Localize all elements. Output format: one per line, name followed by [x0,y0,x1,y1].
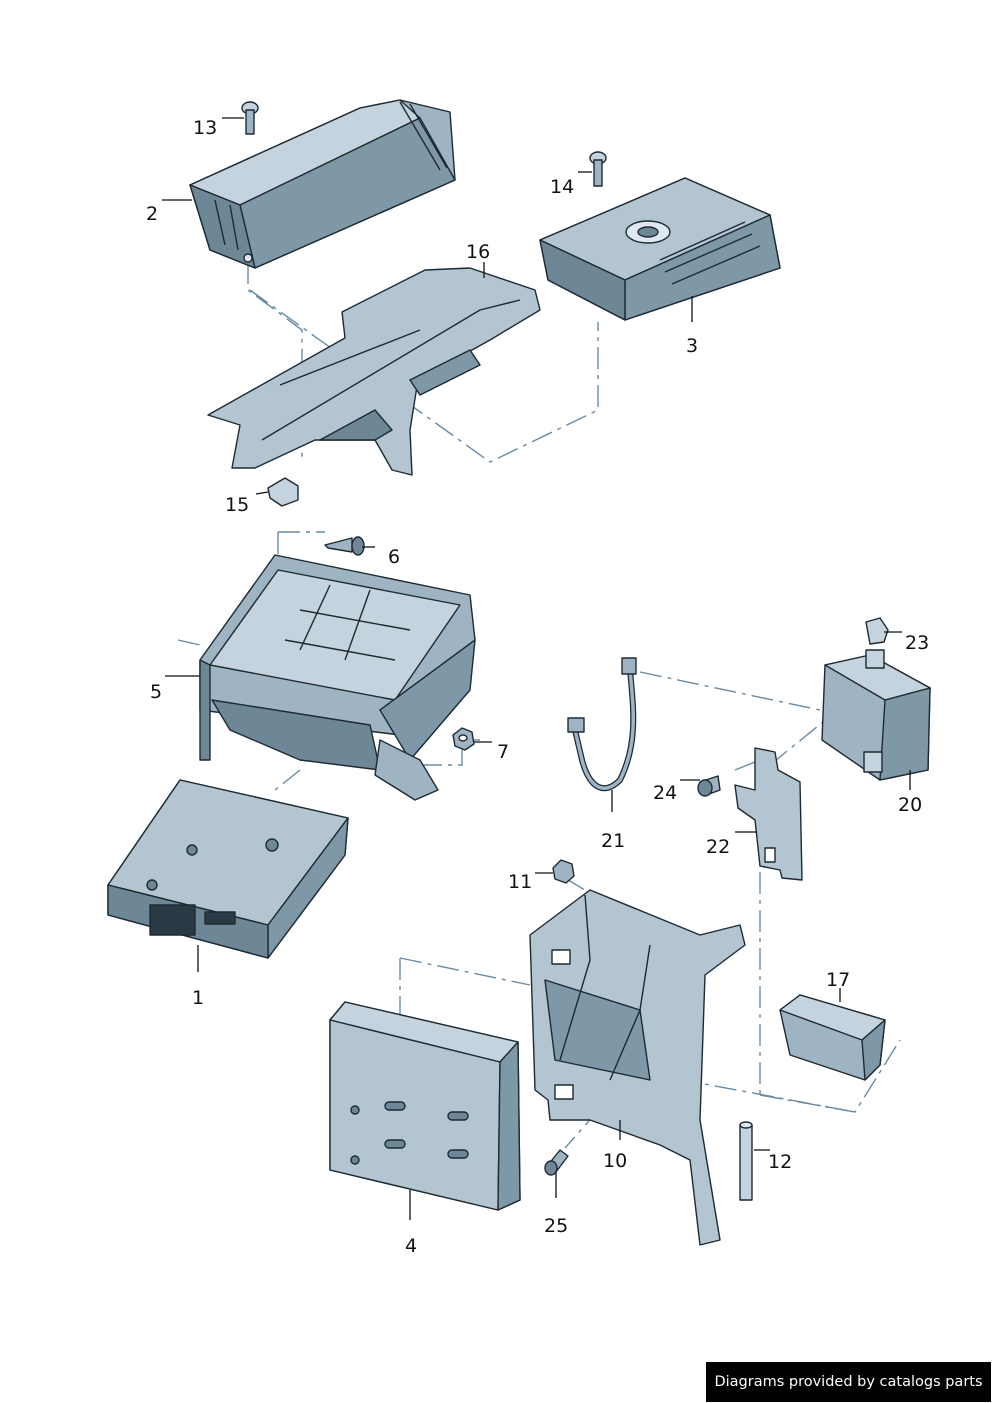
part-21-antenna-cable [567,657,637,792]
leader-lines [162,117,911,1220]
label-part-11: 11 [508,871,532,893]
part-3-control-unit [539,177,781,321]
part-15-clip-nut [267,477,299,507]
label-part-23: 23 [905,632,929,654]
part-13-screw [241,101,259,135]
label-part-6: 6 [388,546,400,568]
credit-badge: Diagrams provided by catalogs parts [706,1362,991,1402]
label-part-17: 17 [826,969,850,991]
label-part-22: 22 [706,836,730,858]
part-7-nut [452,727,475,751]
part-1-radio-unit [107,779,349,959]
label-part-21: 21 [601,830,625,852]
label-part-7: 7 [497,741,509,763]
part-6-screw [324,536,365,556]
label-part-20: 20 [898,794,922,816]
label-part-14: 14 [550,176,574,198]
part-24-screw [697,775,721,797]
part-22-small-bracket [734,747,803,881]
part-11-nut [552,859,575,884]
label-part-2: 2 [146,203,158,225]
part-25-screw [544,1149,569,1176]
label-part-13: 13 [193,117,217,139]
part-12-spacer-rod [739,1121,753,1201]
part-5-mounting-frame [199,554,476,801]
label-part-16: 16 [466,241,490,263]
label-part-4: 4 [405,1235,417,1257]
part-14-screw [589,151,607,187]
part-20-module [821,649,931,781]
label-part-3: 3 [686,335,698,357]
label-part-1: 1 [192,987,204,1009]
label-part-5: 5 [150,681,162,703]
part-labels: 13 2 14 16 3 15 6 5 7 23 24 20 21 22 11 … [146,117,929,1257]
part-10-large-bracket [529,889,746,1246]
part-23-clip [865,617,889,645]
label-part-10: 10 [603,1150,627,1172]
label-part-15: 15 [225,494,249,516]
part-2-amplifier [189,99,456,269]
part-4-navigation-unit [329,1001,521,1211]
part-17-module [779,994,886,1081]
label-part-25: 25 [544,1215,568,1237]
label-part-24: 24 [653,782,677,804]
part-16-bracket [207,267,541,476]
label-part-12: 12 [768,1151,792,1173]
